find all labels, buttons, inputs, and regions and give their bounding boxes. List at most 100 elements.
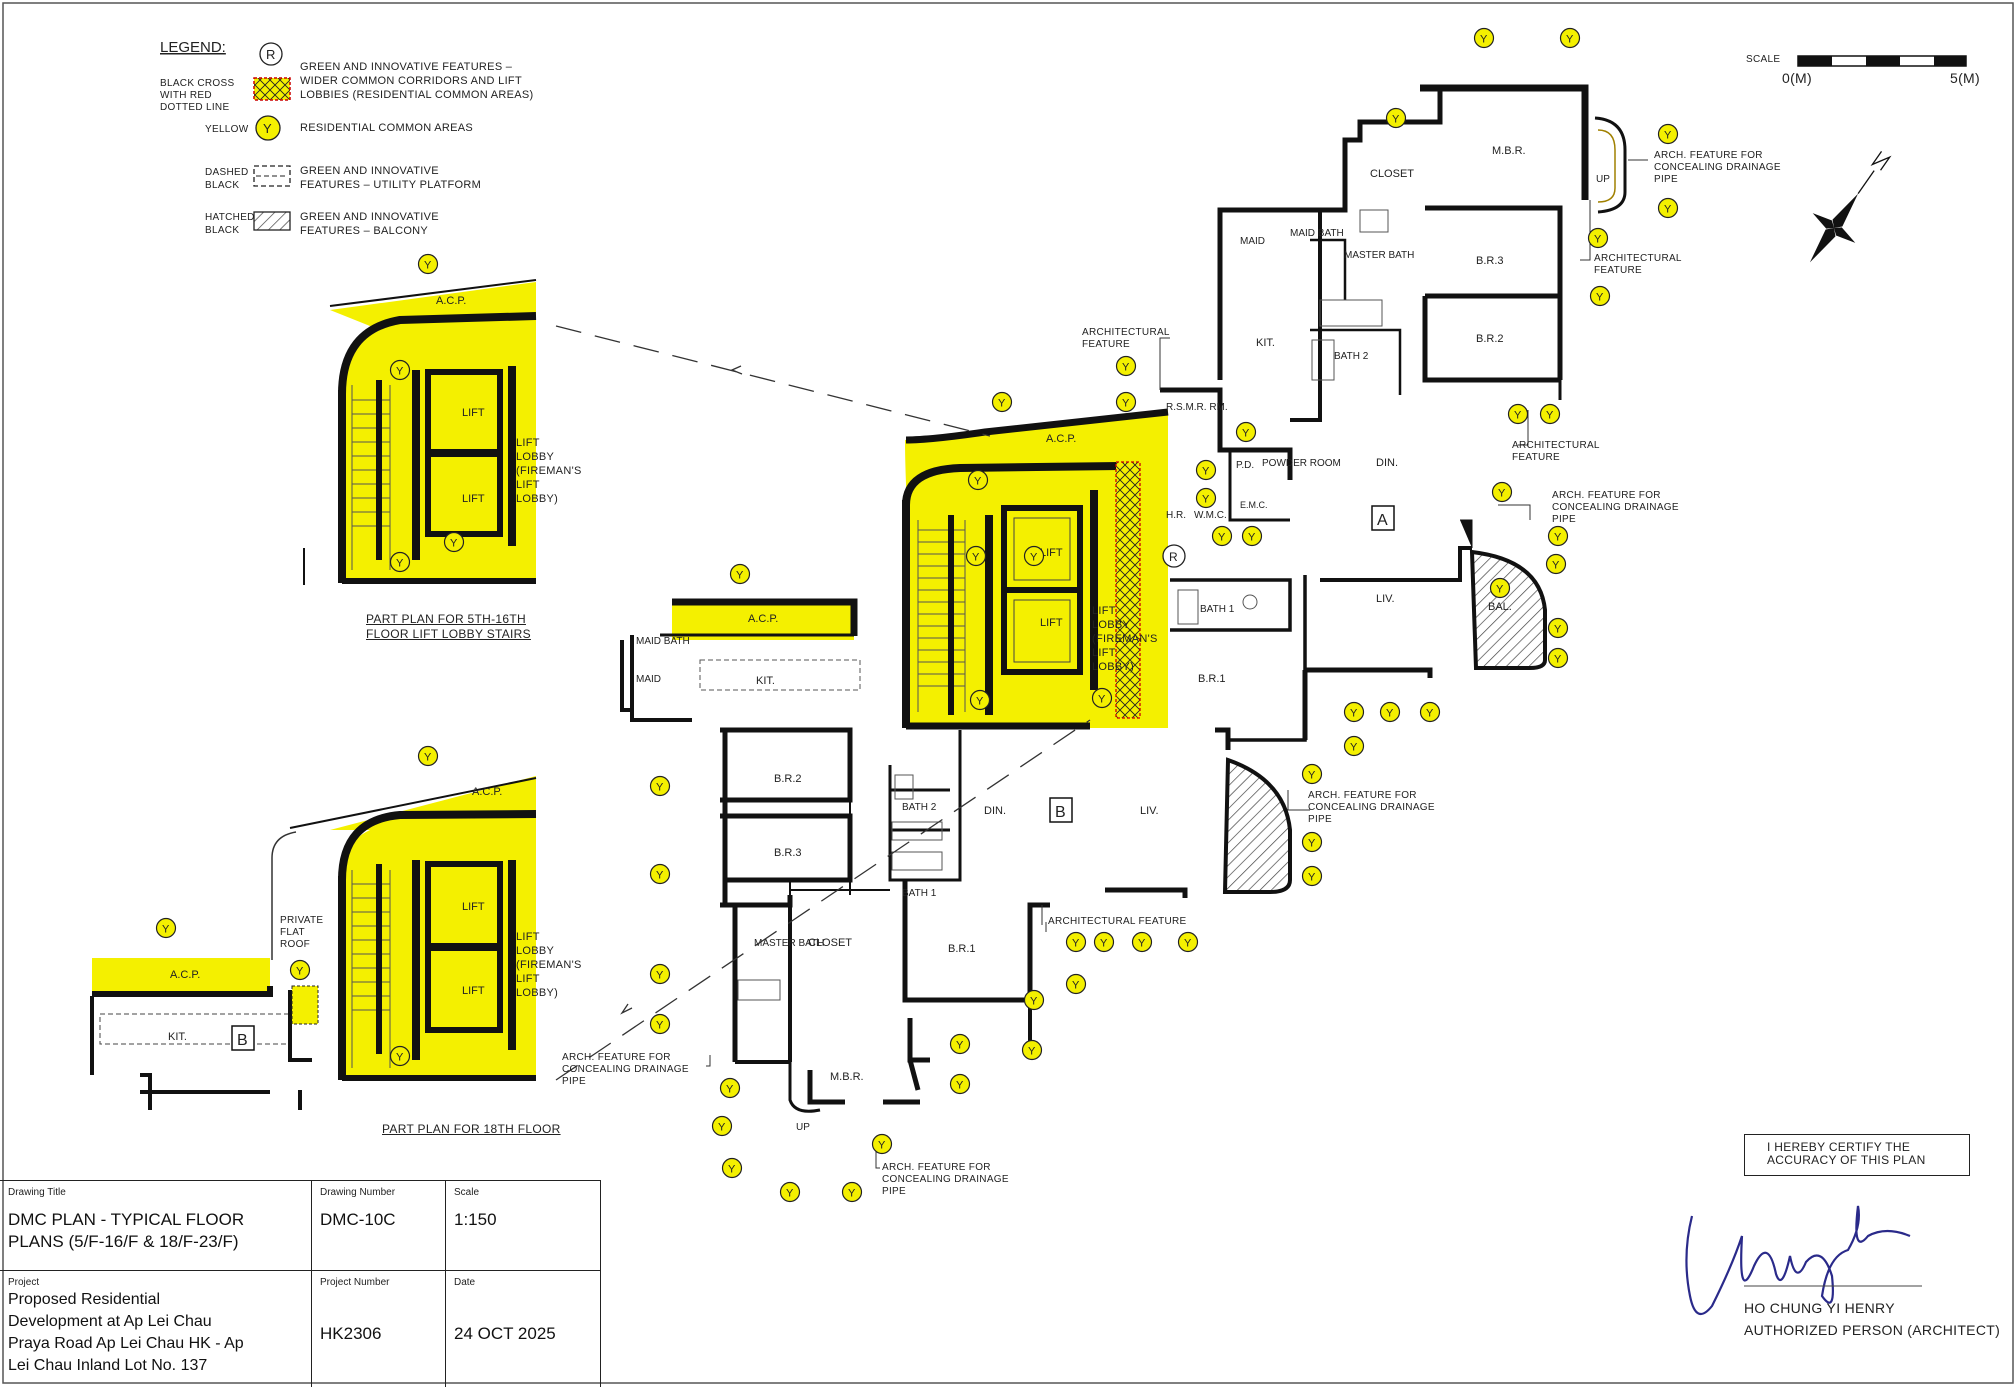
flat-a-up-label: UP xyxy=(1596,174,1610,185)
y-marker-label: Y xyxy=(424,752,432,764)
flat-b xyxy=(620,598,1292,1113)
flat-b-br3-label: B.R.3 xyxy=(774,847,802,859)
y-marker-label: Y xyxy=(728,1164,736,1176)
arch-feature-a-mid: ARCHITECTURAL FEATURE xyxy=(1512,440,1600,463)
part-5-16-lift-lobby-label: LIFT LOBBY (FIREMAN'S LIFT LOBBY) xyxy=(516,437,582,505)
project-cell: Project Proposed Residential Development… xyxy=(0,1271,312,1387)
part-18-private-roof-label: PRIVATE FLAT ROOF xyxy=(280,915,324,950)
y-marker: Y xyxy=(965,545,987,567)
legend-title: LEGEND: xyxy=(160,39,226,56)
arch-drainage-b-bal: ARCH. FEATURE FOR CONCEALING DRAINAGE PI… xyxy=(1308,790,1435,825)
legend-text-hatched: GREEN AND INNOVATIVE FEATURES – BALCONY xyxy=(300,211,439,237)
arch-feature-a-west: ARCHITECTURAL FEATURE xyxy=(1082,327,1170,350)
y-marker: Y xyxy=(649,863,671,885)
y-marker-label: Y xyxy=(656,782,664,794)
flat-b-closet-label: CLOSET xyxy=(808,937,852,949)
y-marker-label: Y xyxy=(1514,410,1522,422)
y-marker: Y xyxy=(1301,763,1323,785)
core-lift-2-label: LIFT xyxy=(1040,617,1063,629)
y-marker: Y xyxy=(1235,421,1257,443)
y-marker: Y xyxy=(649,1013,671,1035)
arch-feature-b-south: ARCHITECTURAL FEATURE xyxy=(1048,916,1187,927)
y-marker: Y xyxy=(711,1115,733,1137)
y-marker-label: Y xyxy=(296,966,304,978)
y-marker: Y xyxy=(1547,617,1569,639)
y-marker: Y xyxy=(1379,701,1401,723)
y-marker: Y xyxy=(1473,27,1495,49)
core-acp-label: A.C.P. xyxy=(1046,433,1076,445)
flat-b-maid-bath-label: MAID BATH xyxy=(636,636,690,647)
y-marker: Y xyxy=(1657,197,1679,219)
scale-bar-start: 0(M) xyxy=(1782,70,1812,86)
title-block: Drawing Title DMC PLAN - TYPICAL FLOOR P… xyxy=(0,1180,601,1387)
flat-b-mbr-label: M.B.R. xyxy=(830,1071,864,1083)
y-marker-label: Y xyxy=(1552,560,1560,572)
y-marker: Y xyxy=(967,469,989,491)
date-cell: Date 24 OCT 2025 xyxy=(446,1271,600,1387)
core-lift-lobby xyxy=(902,408,1169,730)
y-marker-label: Y xyxy=(1386,708,1394,720)
y-marker: Y xyxy=(649,963,671,985)
part-18-kit-label: KIT. xyxy=(168,1031,187,1043)
part-18-lift-1-label: LIFT xyxy=(462,901,485,913)
flat-b-br2-label: B.R.2 xyxy=(774,773,802,785)
north-arrow-icon xyxy=(1809,151,1892,263)
project-number: HK2306 xyxy=(320,1324,382,1343)
y-marker-label: Y xyxy=(1072,980,1080,992)
y-marker-label: Y xyxy=(450,538,458,550)
y-marker-label: Y xyxy=(1426,708,1434,720)
flat-a-din-label: DIN. xyxy=(1376,457,1398,469)
y-marker-label: Y xyxy=(1594,234,1602,246)
project-number-cell: Project Number HK2306 xyxy=(312,1271,446,1387)
core-lift-1-label: LIFT xyxy=(1040,547,1063,559)
flat-a-emc-label: E.M.C. xyxy=(1240,500,1268,510)
legend-r-symbol: R xyxy=(266,47,275,62)
y-marker: Y xyxy=(389,551,411,573)
flat-b-din-label: DIN. xyxy=(984,805,1006,817)
flat-b-kit-label: KIT. xyxy=(756,675,775,687)
y-marker-label: Y xyxy=(1554,624,1562,636)
flat-a-wmc-label: W.M.C. xyxy=(1194,510,1227,521)
drawing-number-cell: Drawing Number DMC-10C xyxy=(312,1181,446,1271)
y-marker-label: Y xyxy=(1072,938,1080,950)
signature-icon xyxy=(1685,1205,1922,1316)
legend: LEGEND: R Y xyxy=(160,39,291,231)
project-number-label: Project Number xyxy=(320,1277,390,1288)
certification-statement: I HEREBY CERTIFY THE ACCURACY OF THIS PL… xyxy=(1767,1140,1926,1167)
part-5-16-acp-label: A.C.P. xyxy=(436,295,466,307)
y-marker: Y xyxy=(649,775,671,797)
core-lift-lobby-label: LIFT LOBBY (FIREMAN'S LIFT LOBBY) xyxy=(1092,605,1158,673)
flat-a-hr-label: H.R. xyxy=(1166,510,1186,521)
flat-a-liv-label: LIV. xyxy=(1376,593,1395,605)
y-marker: Y xyxy=(1065,973,1087,995)
flat-a-bath2-label: BATH 2 xyxy=(1334,351,1369,362)
y-marker-label: Y xyxy=(1350,742,1358,754)
y-marker-label: Y xyxy=(786,1188,794,1200)
legend-key-dashed: DASHED BLACK xyxy=(205,167,249,191)
scale-bar-end: 5(M) xyxy=(1950,70,1980,86)
flat-a-bath1-label: BATH 1 xyxy=(1200,604,1235,615)
flat-a-refuge-symbol: R xyxy=(1169,550,1178,564)
part-5-16-lift-2-label: LIFT xyxy=(462,493,485,505)
y-marker: Y xyxy=(1021,1039,1043,1061)
y-marker-label: Y xyxy=(1030,996,1038,1008)
legend-text-cross: GREEN AND INNOVATIVE FEATURES – WIDER CO… xyxy=(300,61,534,101)
y-marker: Y xyxy=(729,563,751,585)
y-marker: Y xyxy=(1491,481,1513,503)
date-value: 24 OCT 2025 xyxy=(454,1324,556,1343)
y-marker: Y xyxy=(719,1077,741,1099)
y-marker: Y xyxy=(991,391,1013,413)
y-marker-label: Y xyxy=(656,970,664,982)
part-18-lift-2-label: LIFT xyxy=(462,985,485,997)
y-marker: Y xyxy=(1589,285,1611,307)
y-marker: Y xyxy=(1419,701,1441,723)
y-marker: Y xyxy=(1545,553,1567,575)
y-marker: Y xyxy=(1093,931,1115,953)
y-marker: Y xyxy=(289,959,311,981)
project-name: Proposed Residential Development at Ap L… xyxy=(8,1291,244,1374)
y-marker: Y xyxy=(1195,487,1217,509)
flat-b-bath2-label: BATH 2 xyxy=(902,802,937,813)
scale-cell: Scale 1:150 xyxy=(446,1181,600,1271)
y-marker-label: Y xyxy=(1480,34,1488,46)
